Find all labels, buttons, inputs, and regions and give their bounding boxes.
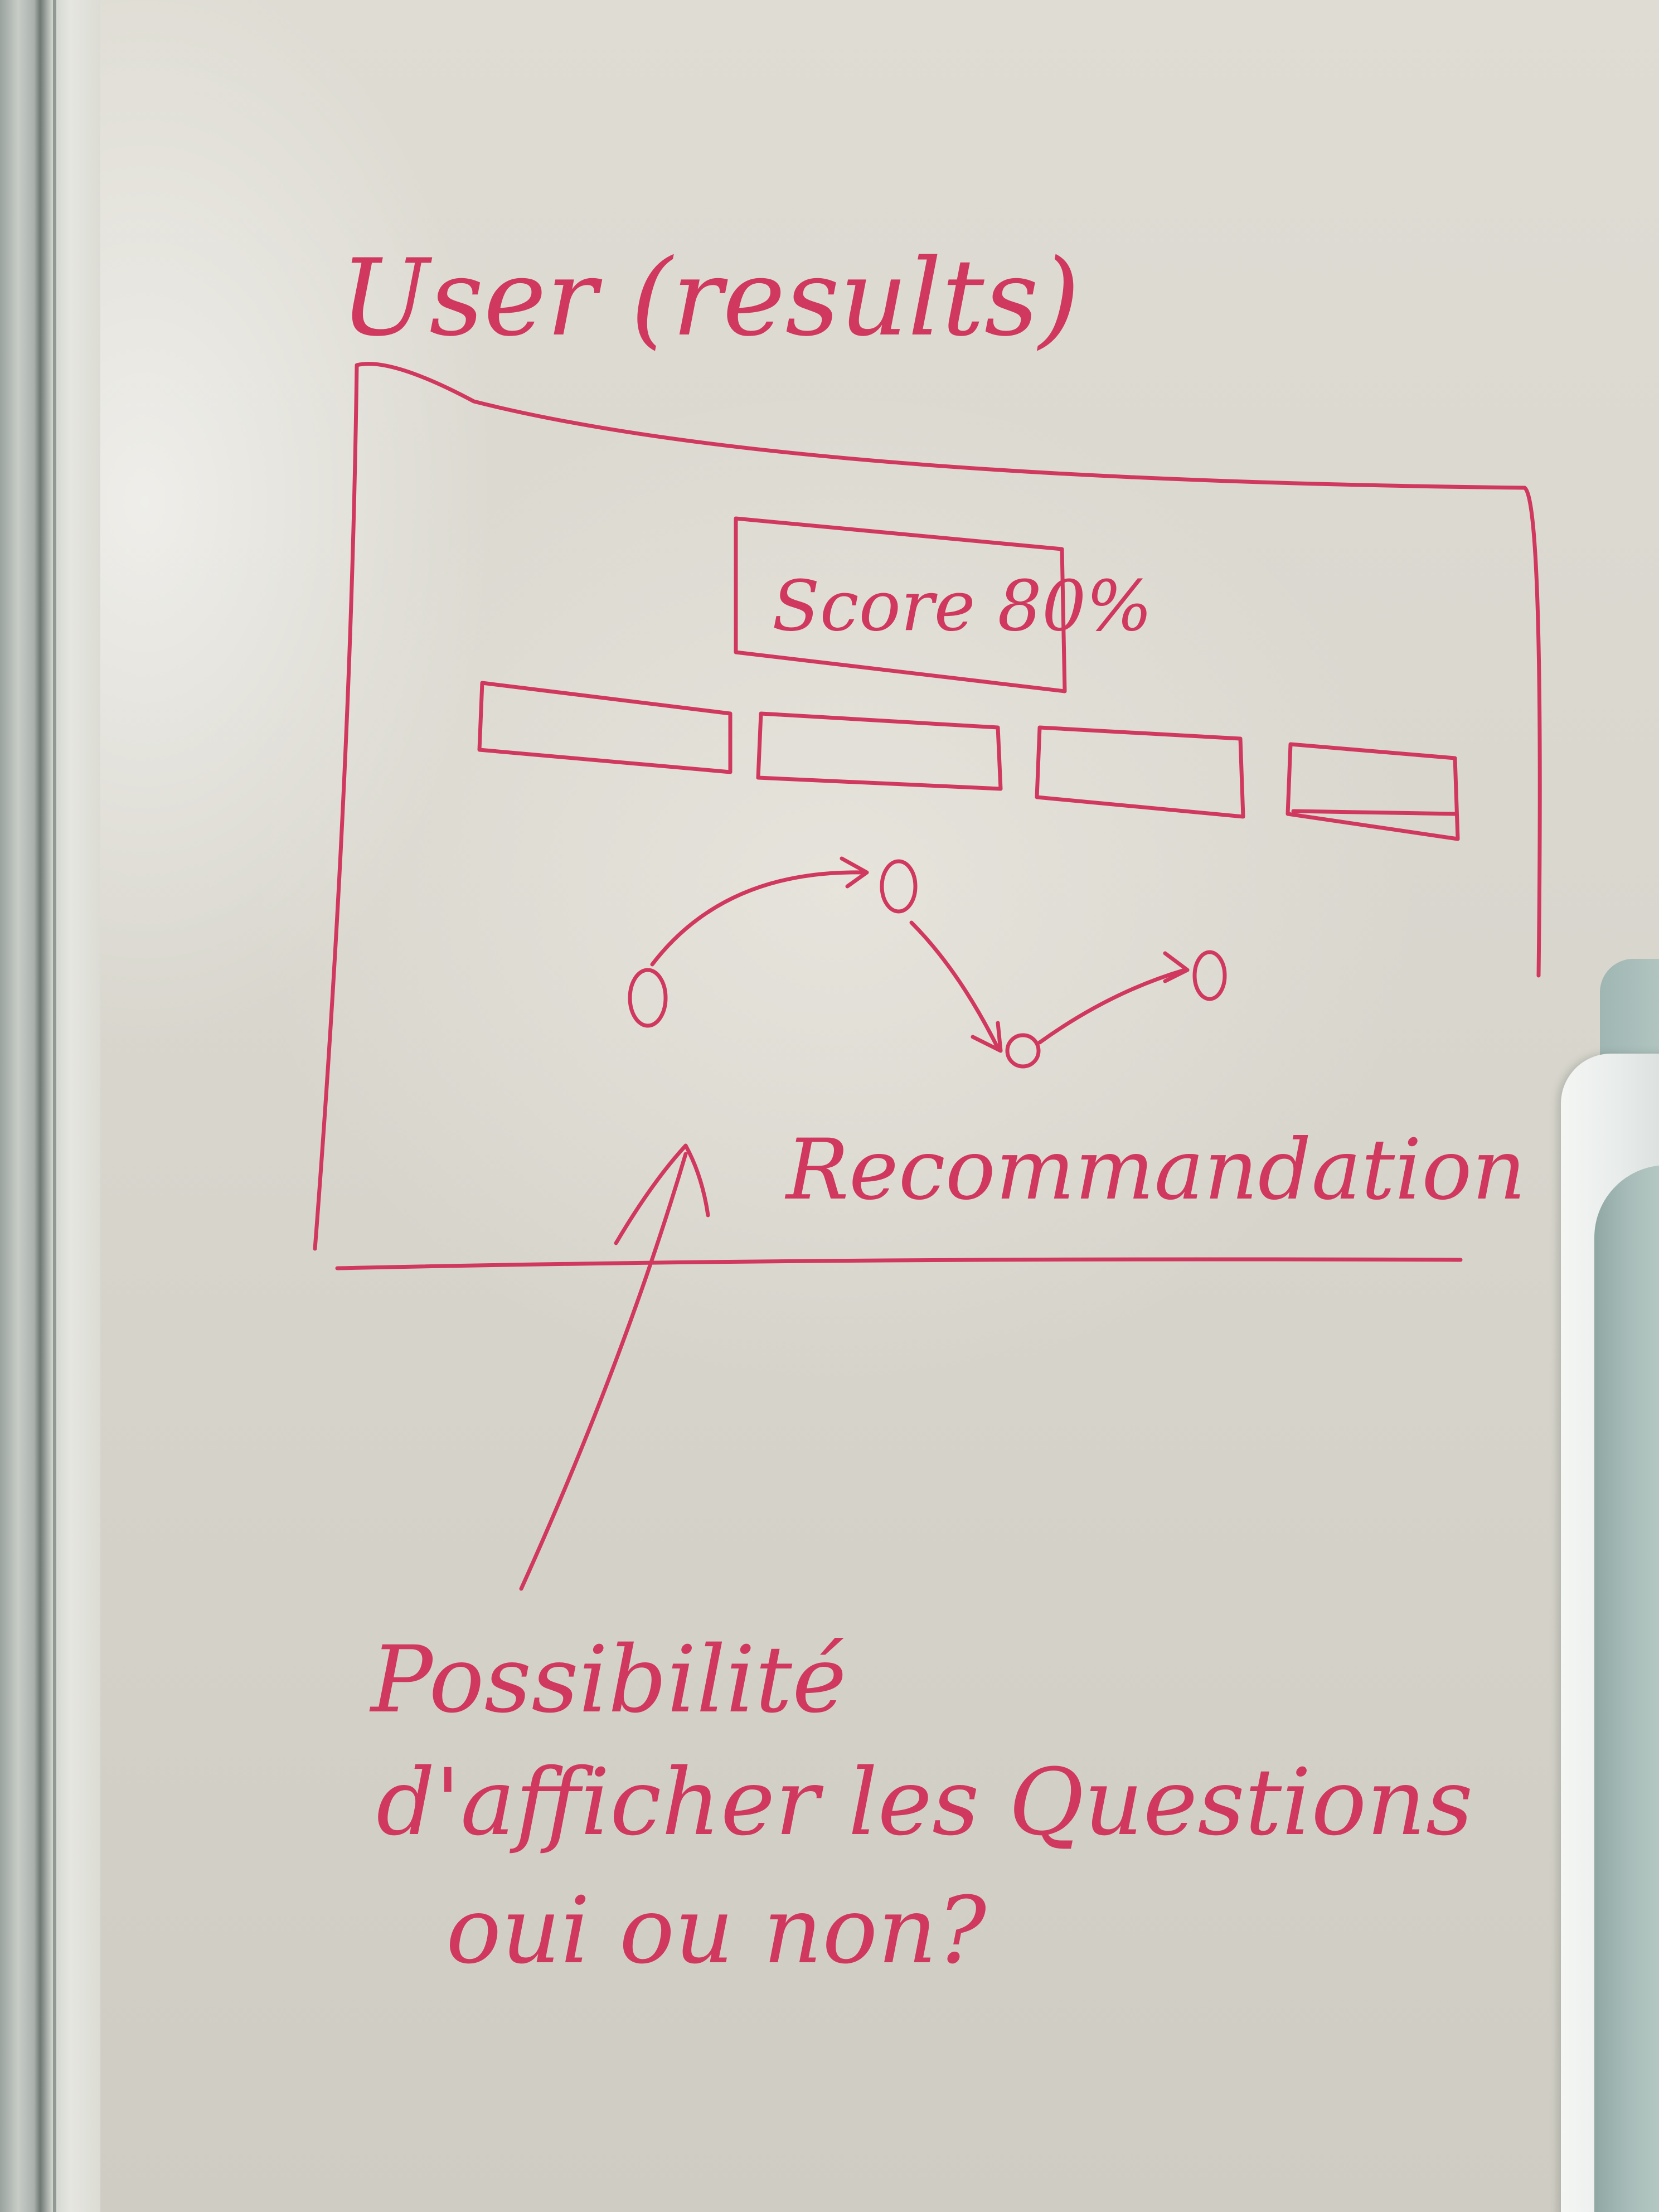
note-line-3: oui ou non? <box>446 1877 987 1984</box>
note-line-1: Possibilité <box>369 1626 847 1733</box>
results-screen-bottom-line <box>335 1257 1463 1270</box>
path-arrow-3 <box>1037 951 1190 1045</box>
result-box-2 <box>756 711 1003 791</box>
score-box <box>734 516 1067 693</box>
score-text: Score 80% <box>772 566 1152 647</box>
result-box-4 <box>1286 742 1460 841</box>
frame-edge-line <box>53 0 56 2212</box>
path-arrow-2 <box>909 920 1003 1053</box>
heading-text: User (results) <box>340 236 1080 360</box>
results-screen-frame <box>313 362 1542 1251</box>
note-arrow <box>519 1143 710 1591</box>
teal-panel <box>1594 1165 1659 2212</box>
result-box-1 <box>477 681 733 774</box>
path-node-3 <box>1005 1033 1041 1069</box>
path-node-4 <box>1192 950 1227 1001</box>
whiteboard-frame <box>0 0 100 2212</box>
recommendation-text: Recommandation <box>784 1122 1526 1219</box>
path-node-2 <box>880 859 918 914</box>
path-arrow-1 <box>650 856 869 967</box>
note-line-2: d'afficher les Questions <box>376 1749 1473 1856</box>
path-node-1 <box>628 968 668 1028</box>
result-box-3 <box>1035 725 1245 819</box>
